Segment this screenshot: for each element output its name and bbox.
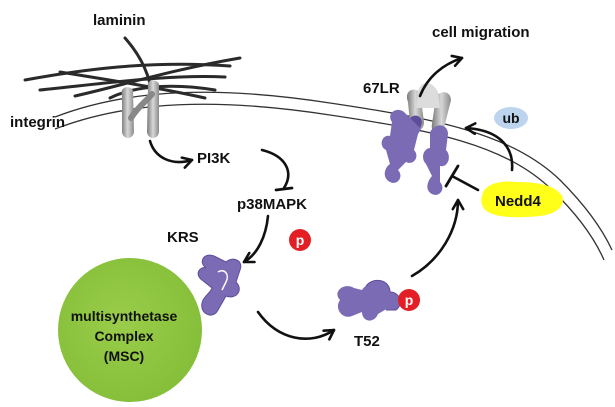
arrow-67lr-to-cell-migration [418,54,464,98]
arrow-nedd4-ubiquitination [464,122,514,172]
phospho-badge-2 [398,289,420,311]
label-pi3k: PI3K [197,150,231,167]
label-msc-line2: Complex [94,328,153,344]
integrin-receptor [121,80,159,138]
label-krs: KRS [167,229,199,246]
label-msc-line3: (MSC) [104,348,144,364]
label-laminin: laminin [93,12,146,29]
phospho-label-2: p [405,292,414,308]
label-p38mapk: p38MAPK [237,196,307,213]
t52-protein [337,279,401,321]
krs-protein [197,254,242,316]
label-integrin: integrin [10,114,65,131]
phospho-label-1: p [296,232,305,248]
arrows [148,54,514,341]
arrow-krs-to-t52 [256,310,336,341]
label-nedd4: Nedd4 [495,193,542,210]
inhibit-bar-p38mapk [274,186,294,192]
laminin-fibers [23,36,242,100]
label-67lr: 67LR [363,80,400,97]
label-cell-migration: cell migration [432,24,530,41]
arrow-integrin-to-pi3k [148,139,194,169]
nedd4-protein [481,181,563,218]
inhibit-nedd4-to-67lr [450,174,480,192]
ub-badge [494,107,528,129]
phospho-badge-1 [289,229,311,251]
msc-complex [58,258,202,402]
lr67-receptor [381,83,451,195]
inhibit-pi3k-to-p38mapk [260,148,290,190]
label-msc-line1: multisynthetase [71,308,178,324]
label-ub: ub [502,110,519,126]
arrow-t52-to-67lr [410,198,465,278]
arrow-p38mapk-to-krs [242,214,270,264]
cell-membrane [54,91,613,261]
label-t52: T52 [354,333,380,350]
inhibit-bar-67lr [444,164,460,188]
